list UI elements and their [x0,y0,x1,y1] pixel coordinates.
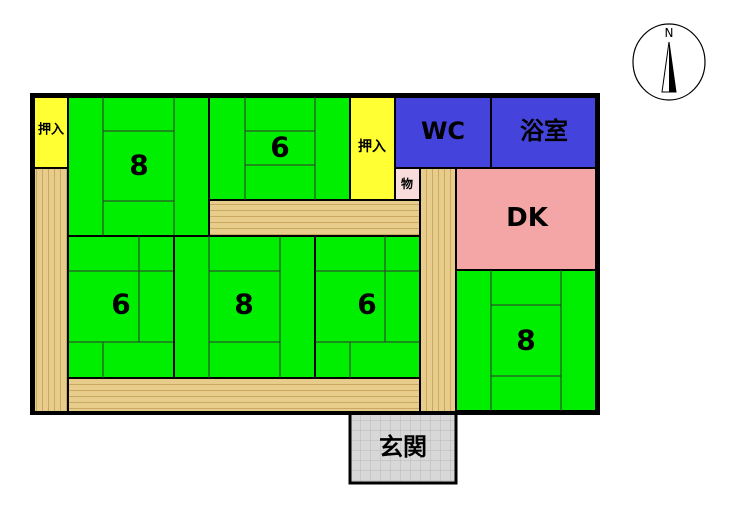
storage [394,167,421,201]
room-tatami-top-mid-label: 6 [270,131,289,164]
room-tatami-right-label: 8 [516,324,535,357]
entrance [348,411,458,485]
corridor-middle [208,199,421,237]
room-tatami-mid-left: 6 [67,235,175,379]
outer-wall [30,93,600,415]
closet-left-label: 押入 [38,122,64,138]
room-tatami-mid-center: 8 [173,235,316,379]
north-label: N [665,26,674,40]
room-tatami-mid-left-label: 6 [111,288,130,321]
room-dk-label: DK [506,203,549,233]
room-wc-label: WC [421,117,465,145]
room-bath [490,96,597,169]
room-tatami-mid-right-label: 6 [357,288,376,321]
room-tatami-top-mid: 6 [208,96,351,201]
closet-middle [349,96,396,201]
room-tatami-mid-center-label: 8 [234,288,253,321]
corridor-right [419,167,457,413]
corridor-left [33,167,69,413]
room-tatami-right: 8 [455,269,597,412]
compass-needle-fill [669,42,676,92]
room-tatami-top-left: 8 [67,96,210,237]
room-dk [455,167,597,271]
storage-label: 物 [401,176,413,191]
closet-middle-label: 押入 [358,138,386,155]
room-tatami-top-left-label: 8 [129,149,148,182]
room-wc [394,96,492,169]
entrance-label: 玄関 [379,433,427,461]
room-bath-label: 浴室 [520,117,568,145]
compass: N [632,23,706,101]
corridor-bottom [67,377,421,413]
room-tatami-mid-right: 6 [314,235,421,379]
